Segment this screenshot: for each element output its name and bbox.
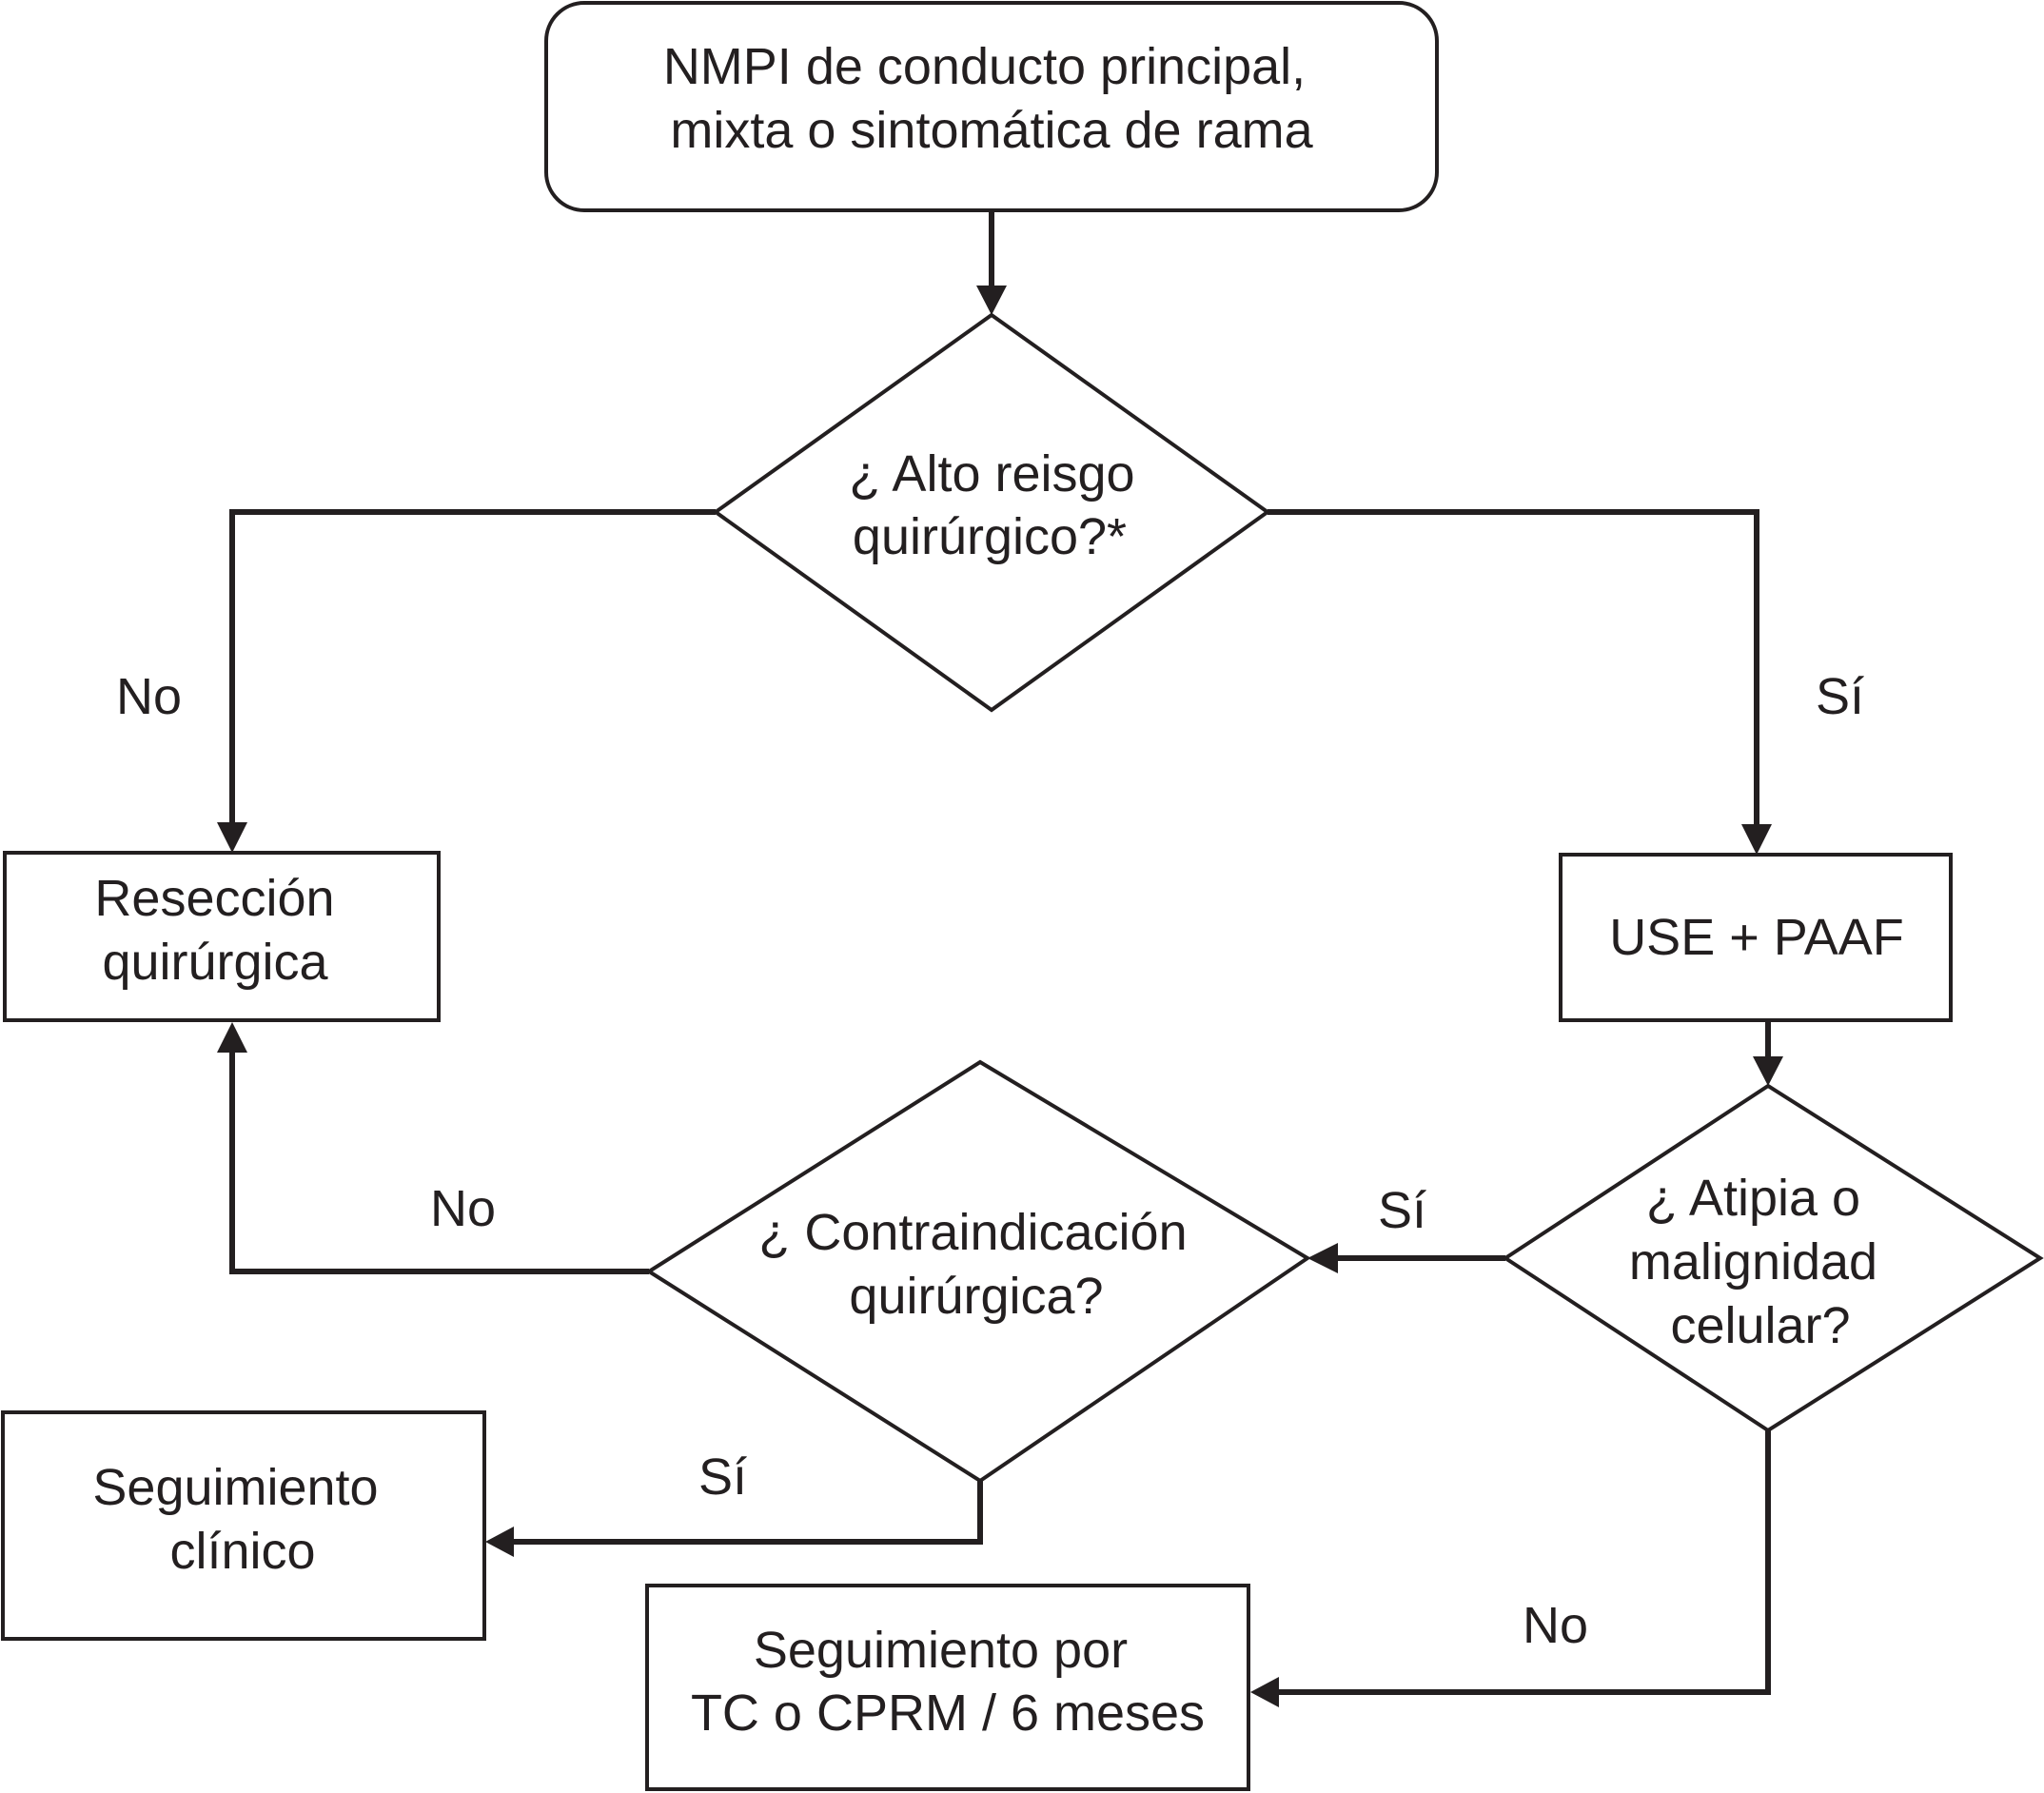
decision-contraindicacion-diamond [645,1059,1311,1484]
node-start: NMPI de conducto principal, mixta o sint… [544,1,1439,212]
seguimiento-tc-box [645,1584,1250,1791]
seguimiento-clinico-label: Seguimiento clínico [92,1459,392,1580]
edge-label-atipia-si: Sí [1378,1182,1426,1239]
edge-label-contra-si: Sí [698,1448,747,1506]
connector-contra-no [229,1053,649,1274]
decision-contraindicacion-line-2: quirúrgica? [849,1268,1103,1325]
seguimiento-tc-label: Seguimiento por TC o CPRM / 6 meses [691,1622,1205,1742]
reseccion-label: Resección quirúrgica [94,870,348,991]
connector-riesgo-si [1268,509,1759,824]
decision-alto-riesgo-line-2: quirúrgico?* [853,508,1127,565]
seguimiento-clinico-line-2: clínico [169,1523,315,1580]
arrowhead-atipia [1753,1056,1783,1086]
decision-atipia-line-1: ¿ Atipia o [1646,1170,1860,1227]
decision-atipia-diamond [1502,1083,2044,1433]
decision-atipia-line-3: celular? [1670,1297,1850,1354]
arrowhead-use-paaf [1741,824,1772,855]
arrowhead-seg-clinico [485,1527,514,1557]
decision-contraindicacion-line-1: ¿ Contraindicación [758,1204,1187,1261]
use-paaf-line-1: USE + PAAF [1609,909,1904,966]
decision-atipia-label: ¿ Atipia o malignidad celular? [1629,1170,1892,1354]
edge-labels: No Sí Sí No Sí No [116,668,1864,1654]
arrowhead-riesgo [976,286,1007,315]
arrowhead-contra [1307,1243,1338,1273]
reseccion-line-2: quirúrgica [102,934,328,991]
connector-riesgo-no [229,509,716,822]
reseccion-box [3,851,441,1022]
start-box [544,1,1439,212]
connector-atipia-no [1279,1430,1771,1695]
connector-contra-si [514,1481,983,1545]
start-label-line-1: NMPI de conducto principal, [663,38,1306,95]
decision-alto-riesgo-diamond [712,312,1271,713]
connectors [217,211,1783,1707]
seguimiento-clinico-box [1,1410,486,1641]
decision-contraindicacion: ¿ Contraindicación quirúrgica? [645,1059,1311,1484]
node-reseccion: Resección quirúrgica [3,851,441,1022]
edge-label-riesgo-si: Sí [1816,668,1864,725]
decision-alto-riesgo-label: ¿ Alto reisgo quirúrgico?* [849,445,1149,565]
decision-atipia-line-2: malignidad [1629,1233,1877,1291]
seguimiento-tc-line-2: TC o CPRM / 6 meses [691,1685,1205,1742]
use-paaf-label: USE + PAAF [1609,909,1904,966]
node-use-paaf: USE + PAAF [1559,853,1953,1022]
use-paaf-box [1559,853,1953,1022]
start-label: NMPI de conducto principal, mixta o sint… [663,38,1320,159]
seguimiento-clinico-line-1: Seguimiento [92,1459,378,1516]
arrowhead-reseccion-up [217,1022,247,1053]
decision-atipia: ¿ Atipia o malignidad celular? [1502,1083,2044,1433]
edge-label-riesgo-no: No [116,668,182,725]
edge-label-contra-no: No [430,1180,496,1237]
arrowhead-seg-tc [1250,1677,1279,1707]
decision-alto-riesgo: ¿ Alto reisgo quirúrgico?* [712,312,1271,713]
decision-contraindicacion-label: ¿ Contraindicación quirúrgica? [758,1204,1201,1325]
node-seguimiento-clinico: Seguimiento clínico [1,1410,486,1641]
decision-alto-riesgo-line-1: ¿ Alto reisgo [849,445,1134,502]
reseccion-line-1: Resección [94,870,334,927]
edge-label-atipia-no: No [1523,1597,1588,1654]
arrowhead-reseccion [217,822,247,853]
start-label-line-2: mixta o sintomática de rama [670,102,1313,159]
seguimiento-tc-line-1: Seguimiento por [754,1622,1128,1679]
node-seguimiento-tc: Seguimiento por TC o CPRM / 6 meses [645,1584,1250,1791]
